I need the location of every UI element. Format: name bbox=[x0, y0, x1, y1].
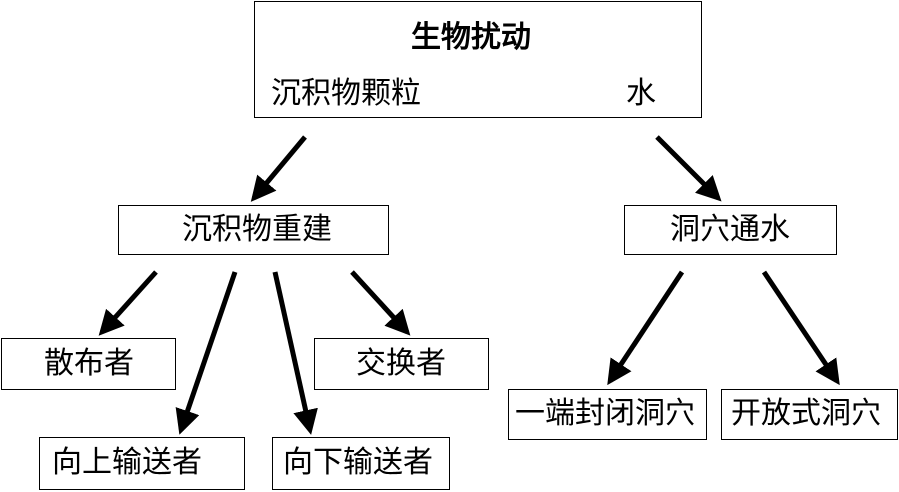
upward-conveyor-label: 向上输送者 bbox=[52, 445, 202, 480]
downward-conveyor-label: 向下输送者 bbox=[283, 445, 433, 480]
downward-conveyor-box bbox=[272, 437, 450, 490]
blind-ended-burrow-label: 一端封闭洞穴 bbox=[515, 396, 695, 431]
arrow-to-blind-ended-burrow bbox=[607, 270, 685, 386]
arrow-to-open-burrow bbox=[761, 270, 840, 386]
root-right-item: 水 bbox=[626, 76, 656, 111]
arrow-to-regenerator bbox=[350, 270, 411, 336]
root-left-item: 沉积物颗粒 bbox=[271, 76, 421, 111]
sediment-rebuild-label: 沉积物重建 bbox=[182, 212, 332, 247]
biodiffuser-label: 散布者 bbox=[44, 346, 134, 381]
blind-ended-burrow-box bbox=[508, 389, 707, 440]
regenerator-box bbox=[314, 338, 489, 390]
arrow-to-upward-conveyor bbox=[175, 271, 238, 435]
burrow-ventilation-label: 洞穴通水 bbox=[670, 212, 790, 247]
arrow-to-downward-conveyor bbox=[272, 271, 318, 435]
root-title: 生物扰动 bbox=[411, 20, 531, 55]
open-burrow-box bbox=[721, 389, 898, 440]
arrow-root-to-sediment bbox=[250, 135, 307, 202]
sediment-rebuild-box bbox=[118, 205, 389, 255]
arrow-root-to-water bbox=[655, 135, 722, 202]
regenerator-label: 交换者 bbox=[356, 346, 446, 381]
root-box bbox=[254, 1, 702, 118]
burrow-ventilation-box bbox=[624, 205, 837, 255]
biodiffuser-box bbox=[1, 338, 176, 390]
upward-conveyor-box bbox=[39, 437, 245, 490]
open-burrow-label: 开放式洞穴 bbox=[731, 396, 881, 431]
arrow-to-biodiffuser bbox=[98, 270, 158, 336]
